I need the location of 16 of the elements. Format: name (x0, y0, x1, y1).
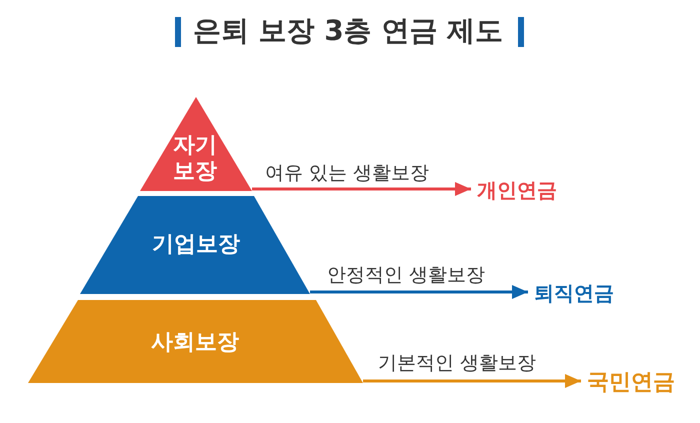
pension-label: 퇴직연금 (534, 281, 614, 305)
pyramid-tier (80, 196, 310, 294)
pension-label: 개인연금 (477, 178, 557, 202)
edge-label: 안정적인 생활보장 (327, 264, 486, 287)
pyramid-tier (140, 97, 252, 191)
pyramid-tier (28, 300, 363, 383)
arrow (310, 285, 528, 299)
pension-label: 국민연금 (587, 370, 675, 396)
edge-label: 기본적인 생활보장 (378, 352, 536, 375)
tier-label: 사회보장 (151, 330, 239, 356)
tier-label: 자기 보장 (172, 133, 218, 185)
title: 은퇴 보장 3층 연금 제도 (192, 14, 504, 48)
edge-label: 여유 있는 생활보장 (265, 162, 430, 185)
arrow (363, 374, 581, 388)
arrow (252, 182, 471, 196)
tier-label: 기업보장 (152, 232, 240, 258)
